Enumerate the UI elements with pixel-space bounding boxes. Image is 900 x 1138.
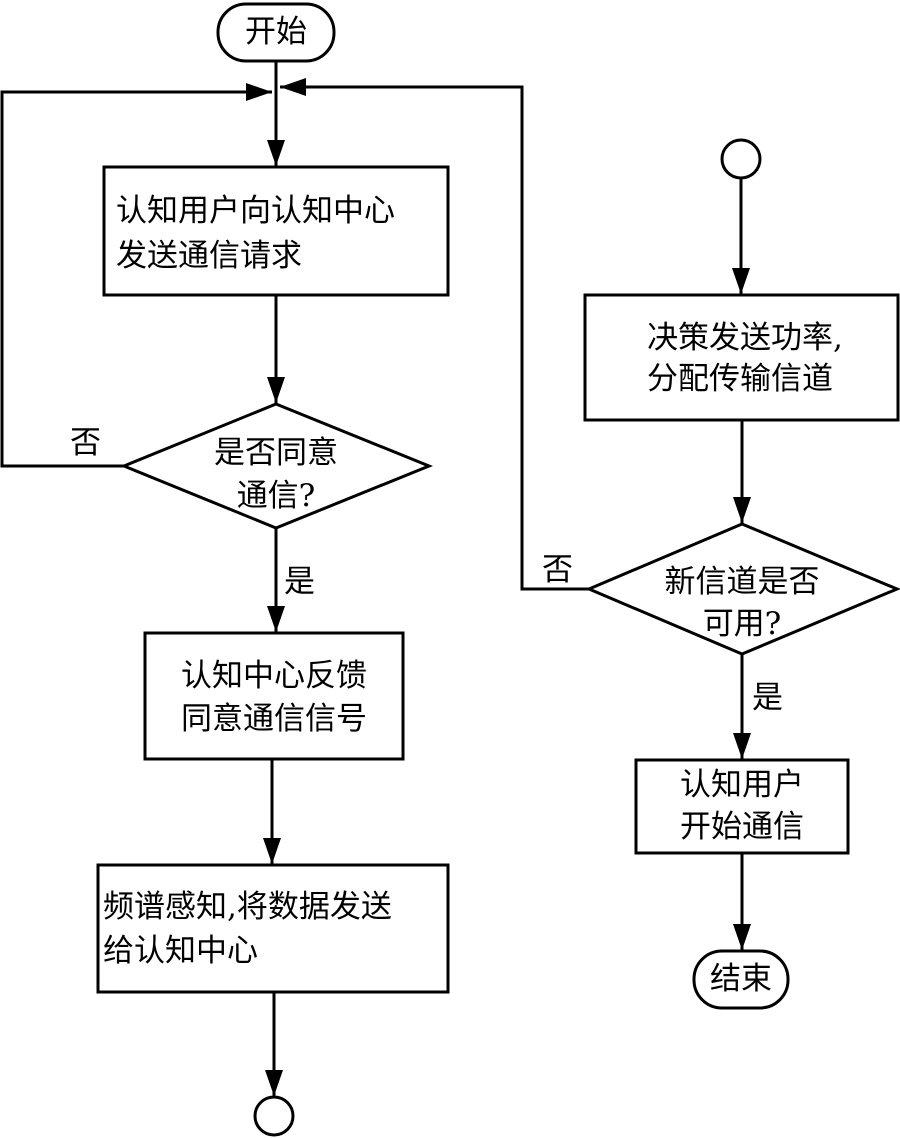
agree-yes-label: 是 bbox=[284, 564, 315, 600]
end-label: 结束 bbox=[710, 961, 772, 997]
sensing-label-line1: 频谱感知,将数据发送 bbox=[103, 889, 392, 925]
sensing-process-box bbox=[96, 863, 450, 994]
request-label-line1: 认知用户向认知中心 bbox=[116, 193, 395, 229]
channel-decision-line2: 可用? bbox=[702, 606, 782, 642]
sensing-label-line2: 给认知中心 bbox=[103, 933, 258, 969]
allocate-label-line1: 决策发送功率, bbox=[647, 320, 843, 356]
channel-no-label: 否 bbox=[542, 552, 573, 588]
channel-decision-line1: 新信道是否 bbox=[664, 564, 820, 600]
agree-decision-line2: 通信? bbox=[236, 478, 316, 514]
feedback-process-box bbox=[143, 631, 405, 761]
end-terminal bbox=[692, 949, 790, 1010]
feedback-label-line1: 认知中心反馈 bbox=[181, 658, 367, 694]
request-process-box bbox=[102, 165, 450, 297]
communicate-label-line1: 认知用户 bbox=[680, 767, 804, 803]
edge-agree-no-loop bbox=[0, 83, 272, 468]
request-label-line2: 发送通信请求 bbox=[116, 238, 302, 274]
communicate-label-line2: 开始通信 bbox=[680, 809, 804, 845]
edge-channel-no-loop bbox=[280, 78, 589, 591]
communicate-process-box bbox=[634, 758, 850, 855]
off-page-connector-in bbox=[720, 138, 762, 180]
off-page-connector-out bbox=[253, 1095, 295, 1137]
allocate-process-box bbox=[583, 293, 900, 422]
allocate-label-line2: 分配传输信道 bbox=[647, 361, 833, 397]
agree-no-label: 否 bbox=[70, 425, 101, 461]
feedback-label-line2: 同意通信信号 bbox=[181, 701, 367, 737]
start-label: 开始 bbox=[245, 14, 307, 50]
channel-yes-label: 是 bbox=[752, 680, 783, 716]
agree-decision-line1: 是否同意 bbox=[214, 435, 338, 471]
